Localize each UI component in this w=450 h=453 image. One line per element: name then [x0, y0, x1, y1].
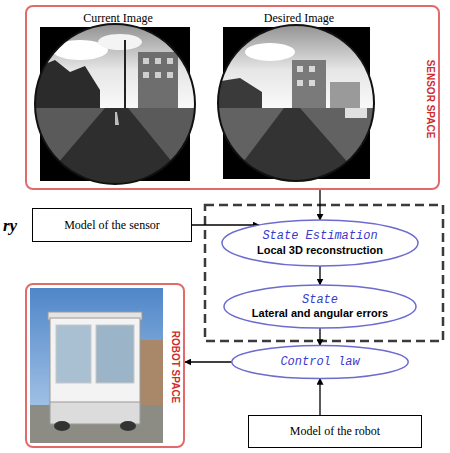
box-label: Model of the robot: [290, 424, 380, 438]
lens-rim: [35, 24, 195, 184]
flow-arrow: [319, 379, 320, 415]
window: [155, 58, 161, 64]
ellipse-shape: [232, 345, 408, 378]
vehicle-base: [50, 402, 140, 424]
cloud: [98, 34, 142, 50]
window: [143, 72, 149, 78]
car: [345, 108, 367, 118]
ellipse-shape: [222, 220, 418, 266]
cropped-title: ry: [3, 216, 17, 236]
box-label: Model of the sensor: [64, 218, 160, 232]
process-ellipse: State EstimationLocal 3D reconstruction: [220, 218, 420, 268]
window: [167, 58, 173, 64]
wheel: [120, 421, 136, 431]
flow-arrow: [319, 266, 320, 285]
pole: [124, 40, 126, 110]
sky: [30, 20, 200, 120]
ellipse-shape: [224, 285, 416, 328]
window: [143, 58, 149, 64]
window: [309, 66, 315, 72]
trees: [30, 60, 100, 112]
flow-arrow: [192, 224, 259, 225]
lens-rim: [218, 25, 374, 181]
trees: [215, 78, 262, 112]
process-detail: Lateral and angular errors: [252, 307, 388, 320]
robot-photo: [30, 288, 163, 443]
wheel: [54, 421, 70, 431]
cloud: [245, 43, 295, 61]
process-title: State Estimation: [262, 229, 377, 243]
window: [309, 80, 315, 86]
process-ellipse: StateLateral and angular errors: [222, 283, 418, 330]
road: [35, 108, 195, 190]
space-label: ROBOT SPACE: [169, 331, 181, 404]
building: [138, 52, 178, 112]
vehicle-window: [96, 325, 134, 383]
robot-space-panel: ROBOT SPACE: [25, 283, 185, 448]
process-title: Control law: [280, 355, 359, 369]
flow-arrow: [319, 328, 320, 345]
model-box: Model of the sensor: [32, 208, 192, 242]
window: [155, 72, 161, 78]
building: [330, 82, 360, 110]
road: [222, 108, 372, 190]
image-caption: Current Image: [83, 11, 153, 25]
sky: [30, 288, 163, 443]
process-detail: Local 3D reconstruction: [257, 244, 383, 257]
sky: [215, 20, 380, 120]
window: [297, 80, 303, 86]
window: [297, 66, 303, 72]
building: [292, 60, 326, 110]
model-box: Model of the robot: [248, 415, 422, 448]
process-ellipse: Control law: [230, 344, 410, 380]
sensor-space-panel: Current Image Desired ImageSENSOR SPACE: [25, 5, 440, 190]
desired-fisheye-image: [215, 20, 380, 190]
image-caption: Desired Image: [264, 11, 334, 25]
space-label: SENSOR SPACE: [424, 60, 436, 139]
road-mark: [115, 112, 119, 125]
window: [167, 72, 173, 78]
process-title: State: [302, 293, 338, 307]
current-fisheye-image: [30, 20, 200, 190]
vehicle-window: [56, 325, 91, 383]
flow-arrow: [185, 361, 232, 362]
flow-arrow: [319, 190, 320, 220]
